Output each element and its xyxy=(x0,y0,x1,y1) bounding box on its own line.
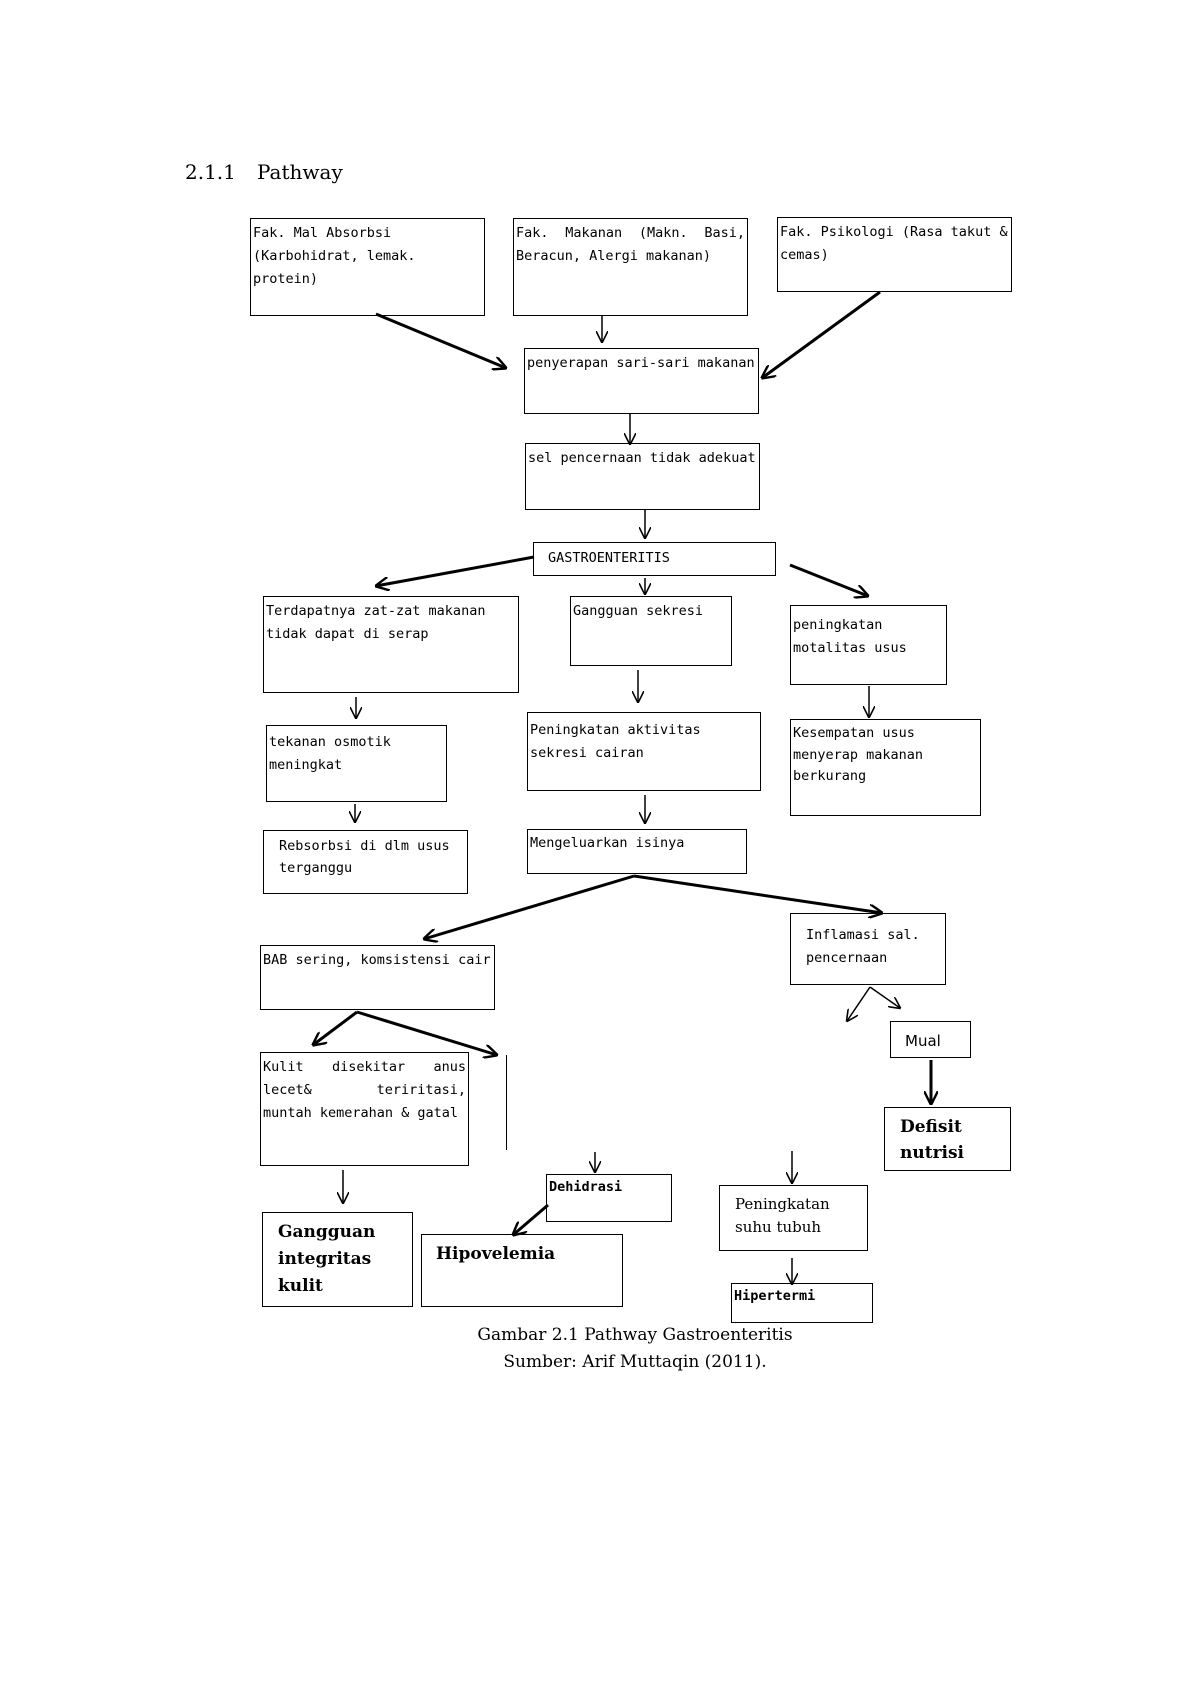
node-rebsorbsi: Rebsorbsi di dlm usus terganggu xyxy=(263,830,468,894)
arrow-bab-to-right xyxy=(356,1010,497,1055)
arrow-inflamasi-down-left xyxy=(847,986,871,1021)
arrow-gastro-to-terdapatnya xyxy=(376,555,535,586)
figure-source: Sumber: Arif Muttaqin (2011). xyxy=(503,1352,767,1372)
node-inflamasi: Inflamasi sal. pencernaan xyxy=(790,913,946,985)
arrow-dehidrasi-to-hipovelemia xyxy=(513,1203,549,1235)
section-number: 2.1.1 xyxy=(185,160,236,184)
node-peningkatan-suhu: Peningkatan suhu tubuh xyxy=(719,1185,868,1251)
node-mual: Mual xyxy=(890,1021,971,1058)
divider-line xyxy=(506,1055,507,1150)
node-penyerapan: penyerapan sari-sari makanan xyxy=(524,348,759,414)
arrow-mengeluarkan-to-bab xyxy=(424,874,635,939)
arrow-inflamasi-down-right xyxy=(869,986,900,1008)
node-mengeluarkan: Mengeluarkan isinya xyxy=(527,829,747,874)
node-sel-pencernaan: sel pencernaan tidak adekuat xyxy=(525,443,760,510)
node-dehidrasi: Dehidrasi xyxy=(546,1174,672,1222)
node-kulit: Kulit disekitar anus lecet& teriritasi, … xyxy=(260,1052,469,1166)
node-bab-sering: BAB sering, komsistensi cair xyxy=(260,945,495,1010)
arrow-malabsorbsi-to-penyerapan xyxy=(375,312,506,368)
section-title: Pathway xyxy=(257,160,343,184)
node-peningkatan-motalitas: peningkatan motalitas usus xyxy=(790,605,947,685)
node-defisit-nutrisi: Defisit nutrisi xyxy=(884,1107,1011,1171)
node-fak-psikologi: Fak. Psikologi (Rasa takut & cemas) xyxy=(777,217,1012,292)
node-gangguan-sekresi: Gangguan sekresi xyxy=(570,596,732,666)
arrow-gastro-to-motalitas xyxy=(789,563,868,596)
node-hipovelemia: Hipovelemia xyxy=(421,1234,623,1307)
node-fak-makanan: Fak. Makanan (Makn. Basi, Beracun, Alerg… xyxy=(513,218,748,316)
node-gastroenteritis: GASTROENTERITIS xyxy=(533,542,776,576)
node-gangguan-integritas: Gangguan integritas kulit xyxy=(262,1212,413,1307)
arrow-psikologi-to-penyerapan xyxy=(762,290,881,378)
node-fak-mal-absorbsi: Fak. Mal Absorbsi (Karbohidrat, lemak. p… xyxy=(250,218,485,316)
section-heading: 2.1.1 Pathway xyxy=(185,160,343,184)
node-hipertermi: Hipertermi xyxy=(731,1283,873,1323)
node-peningkatan-aktivitas: Peningkatan aktivitas sekresi cairan xyxy=(527,712,761,791)
arrow-bab-to-kulit xyxy=(313,1010,358,1045)
node-tekanan-osmotik: tekanan osmotik meningkat xyxy=(266,725,447,802)
arrow-mengeluarkan-to-inflamasi xyxy=(633,874,882,913)
node-kesempatan-usus: Kesempatan usus menyerap makanan berkura… xyxy=(790,719,981,816)
node-terdapatnya: Terdapatnya zat-zat makanan tidak dapat … xyxy=(263,596,519,693)
figure-caption: Gambar 2.1 Pathway Gastroenteritis xyxy=(477,1325,793,1345)
